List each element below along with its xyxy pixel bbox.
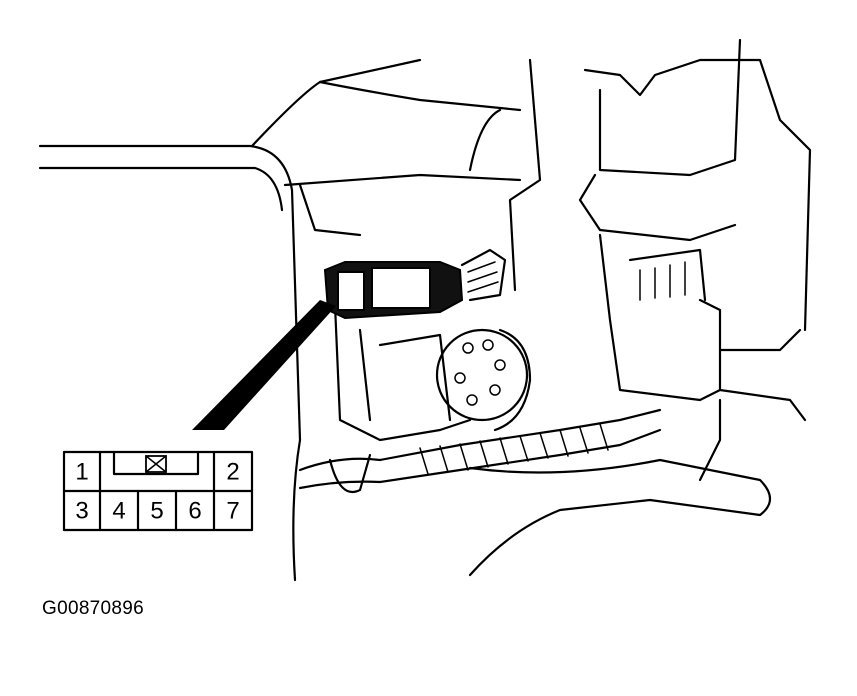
- pin-label-2: 2: [226, 459, 239, 486]
- pin-label-7: 7: [226, 498, 239, 525]
- pin-label-4: 4: [112, 498, 125, 525]
- pin-label-1: 1: [75, 459, 88, 486]
- key-x-icon: [145, 455, 167, 473]
- column-shroud: [38, 58, 522, 582]
- connector-pin-diagram: 1 2 3 4 5 6 7: [62, 450, 254, 532]
- figure-id-label: G00870896: [42, 598, 145, 619]
- leader-pointer: [192, 300, 336, 430]
- upper-module-bracket: [508, 38, 812, 422]
- pin-label-6: 6: [188, 498, 201, 525]
- switch-body: [333, 303, 532, 442]
- target-connector: [323, 248, 507, 320]
- pin-label-3: 3: [75, 498, 88, 525]
- wire-harness: [298, 398, 772, 577]
- pin-label-5: 5: [150, 498, 163, 525]
